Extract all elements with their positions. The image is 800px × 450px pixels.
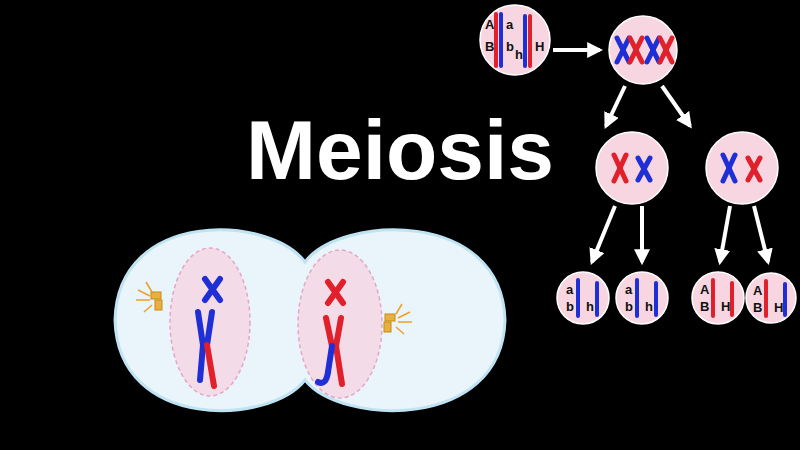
allele-letter: B <box>753 301 762 314</box>
circle-outline <box>615 271 669 325</box>
cell-fill <box>480 5 550 75</box>
chromosome-bar <box>523 16 527 66</box>
allele-letter: h <box>515 48 523 61</box>
cell-fill <box>692 272 744 324</box>
nucleus <box>298 250 382 398</box>
circle-outline <box>745 272 797 324</box>
cell-fill <box>746 273 796 323</box>
chromosomes <box>198 279 343 386</box>
centrosome <box>136 282 162 312</box>
cell-circle: AaBbhH <box>479 4 551 76</box>
centrosome <box>384 304 412 334</box>
allele-letter: B <box>700 300 709 313</box>
allele-letter: h <box>586 300 594 313</box>
allele-letter: A <box>753 284 762 297</box>
x-chromosomes <box>614 38 760 181</box>
circle-outline <box>556 271 610 325</box>
allele-letter: a <box>566 283 573 296</box>
chromosome-bar <box>635 280 639 316</box>
allele-letter: h <box>645 300 653 313</box>
allele-letter: H <box>535 40 544 53</box>
chromosome-bar <box>595 283 599 315</box>
allele-letter: a <box>506 18 513 31</box>
allele-letter: a <box>625 283 632 296</box>
allele-letter: b <box>625 300 633 313</box>
allele-letter: B <box>485 40 494 53</box>
cell-circle: ABH <box>745 272 797 324</box>
allele-letter: A <box>700 283 709 296</box>
circle-outline <box>691 271 745 325</box>
title: Meiosis <box>0 108 800 192</box>
nucleus <box>170 248 250 396</box>
chromosome-bar <box>499 14 503 66</box>
chromosome-bar <box>783 284 787 315</box>
cell-fill <box>616 272 668 324</box>
cell-fill <box>557 272 609 324</box>
cell-circle: abh <box>556 271 610 325</box>
chromosome-bar <box>730 283 734 315</box>
chromosome-bar <box>764 281 768 316</box>
chromosome-bar <box>528 16 532 66</box>
cell-circle: abh <box>615 271 669 325</box>
chromosome-bar <box>576 280 580 316</box>
flow-arrows <box>553 50 768 262</box>
allele-letter: A <box>485 18 494 31</box>
dividing-cell <box>115 230 505 411</box>
chromosome-bar <box>711 280 715 316</box>
allele-letter: b <box>566 300 574 313</box>
chromosome-bar <box>654 283 658 315</box>
allele-letter: b <box>506 40 514 53</box>
cell-circle: ABH <box>691 271 745 325</box>
chromosome-bar <box>494 14 498 66</box>
allele-letter: H <box>774 301 783 314</box>
cell-circles <box>596 16 778 204</box>
allele-letter: H <box>721 300 730 313</box>
